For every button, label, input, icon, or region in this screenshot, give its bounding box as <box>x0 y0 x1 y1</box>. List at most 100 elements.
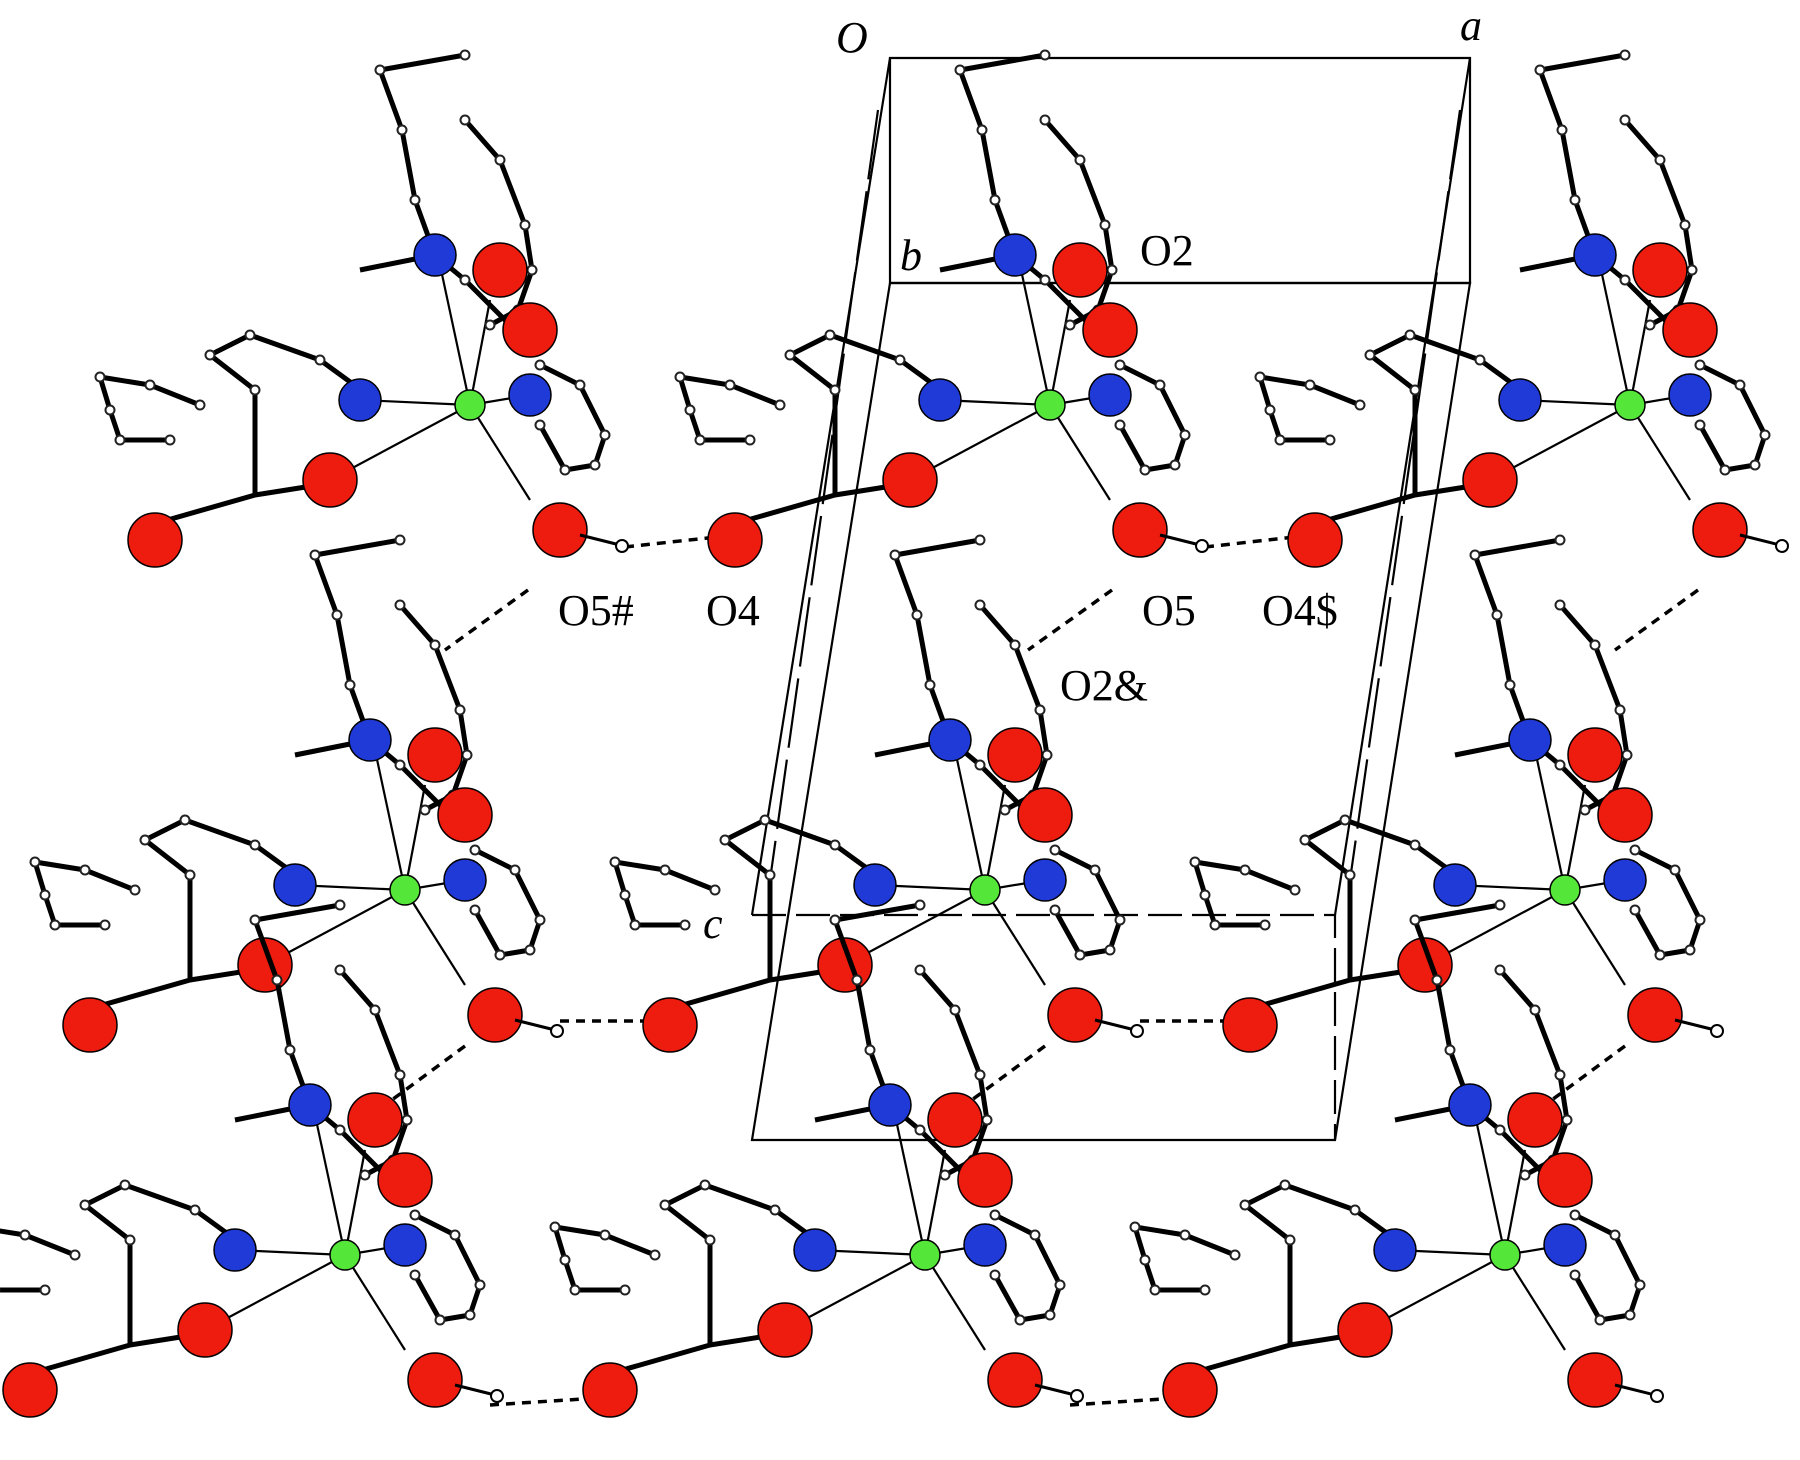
carbon-atom <box>659 1199 671 1211</box>
carbon-atom <box>1554 599 1566 611</box>
hydrogen-atom <box>1710 1024 1724 1038</box>
carbon-atom <box>1099 219 1111 231</box>
coordination-bond <box>344 1254 406 1351</box>
carbon-atom <box>1239 1199 1251 1211</box>
coordination-bond <box>1503 1149 1527 1256</box>
carbon-atom <box>1494 1124 1506 1136</box>
coordination-bond <box>923 1149 947 1256</box>
oxygen-atom <box>347 1092 403 1148</box>
coordination-bond <box>1563 784 1587 891</box>
oxygen-atom <box>1662 302 1718 358</box>
carbon-atom <box>764 869 776 881</box>
oxygen-atom <box>302 452 358 508</box>
hbond <box>1204 533 1313 549</box>
axis-label-origin: O <box>836 13 868 62</box>
hydrogen-atom <box>1650 1389 1664 1403</box>
carbon-atom <box>494 154 506 166</box>
carbon-atom <box>559 464 571 476</box>
carbon-atom <box>1561 1114 1573 1126</box>
unit-cell-hidden-edge <box>768 109 880 881</box>
hydrogen-atom <box>490 1389 504 1403</box>
carbon-atom <box>1554 1069 1566 1081</box>
carbon-atom <box>464 1309 476 1321</box>
coordination-bond <box>404 889 466 986</box>
carbon-atom <box>694 434 706 446</box>
nitrogen-atom <box>1433 863 1477 907</box>
carbon-atom <box>569 1284 581 1296</box>
carbon-atom <box>1209 919 1221 931</box>
carbon-atom <box>29 856 41 868</box>
oxygen-atom <box>1567 727 1623 783</box>
carbon-atom <box>699 1179 711 1191</box>
molecule-unit <box>0 899 504 1418</box>
carbon-atom <box>674 371 686 383</box>
oxygen-atom <box>987 1352 1043 1408</box>
carbon-atom <box>864 1044 876 1056</box>
carbon-atom <box>619 1284 631 1296</box>
metal-atom <box>1034 389 1066 421</box>
oxygen-atom <box>582 1362 638 1418</box>
carbon-atom <box>1044 1309 1056 1321</box>
oxygen-atom <box>1337 1302 1393 1358</box>
nitrogen-atom <box>993 233 1037 277</box>
carbon-atom <box>939 1169 951 1181</box>
oxygen-atom <box>707 512 763 568</box>
labels: O a b c O2 O5# O4 O5 O4$ O2& <box>558 1 1482 948</box>
carbon-atom <box>469 844 481 856</box>
carbon-atom <box>954 64 966 76</box>
hydroxyl-bond <box>1739 533 1781 547</box>
aromatic-ring <box>992 1212 1063 1323</box>
carbon-atom <box>494 949 506 961</box>
bond-group <box>677 52 1188 528</box>
carbon-atom <box>394 534 406 546</box>
carbon-atom <box>334 1124 346 1136</box>
coordination-bond <box>983 784 1007 891</box>
carbon-atom <box>139 834 151 846</box>
carbon-atom <box>1534 64 1546 76</box>
carbon-atom <box>1634 1279 1646 1291</box>
carbon-atom <box>829 839 841 851</box>
carbon-atom <box>1619 274 1631 286</box>
carbon-atom <box>1229 1249 1241 1261</box>
oxygen-atom <box>407 727 463 783</box>
carbon-atom <box>419 804 431 816</box>
carbon-atom <box>39 1284 51 1296</box>
oxygen-atom <box>1567 1352 1623 1408</box>
carbon-atom <box>1149 1284 1161 1296</box>
carbon-atom <box>1039 274 1051 286</box>
metal-atom <box>329 1239 361 1271</box>
hydroxyl-bond <box>1034 1383 1076 1397</box>
atom-group <box>0 899 504 1418</box>
carbon-atom <box>334 899 346 911</box>
hydrogen-atom <box>550 1024 564 1038</box>
oxygen-atom <box>642 997 698 1053</box>
carbon-atom <box>999 804 1011 816</box>
carbon-atom <box>1621 749 1633 761</box>
carbon-atom <box>1569 1209 1581 1221</box>
carbon-atom <box>524 944 536 956</box>
carbon-atom <box>124 1234 136 1246</box>
oxygen-atom <box>467 987 523 1043</box>
carbon-atom <box>194 399 206 411</box>
nitrogen-atom <box>413 233 457 277</box>
nitrogen-atom <box>443 858 487 902</box>
carbon-atom <box>409 194 421 206</box>
atom-label-o5: O5 <box>1142 586 1196 635</box>
atom-group <box>94 49 629 568</box>
metal-atom <box>389 874 421 906</box>
coordination-bond <box>469 404 531 501</box>
carbon-atom <box>949 1004 961 1016</box>
carbon-atom <box>454 704 466 716</box>
carbon-atom <box>369 1004 381 1016</box>
carbon-atom <box>914 964 926 976</box>
carbon-atom <box>1669 864 1681 876</box>
carbon-atom <box>534 914 546 926</box>
carbon-atom <box>271 974 283 986</box>
carbon-atom <box>1339 814 1351 826</box>
carbon-atom <box>1179 429 1191 441</box>
coordination-bond <box>893 1114 927 1256</box>
carbon-atom <box>509 864 521 876</box>
carbon-atom <box>1054 1279 1066 1291</box>
carbon-atom <box>589 459 601 471</box>
aromatic-ring <box>412 1212 483 1323</box>
